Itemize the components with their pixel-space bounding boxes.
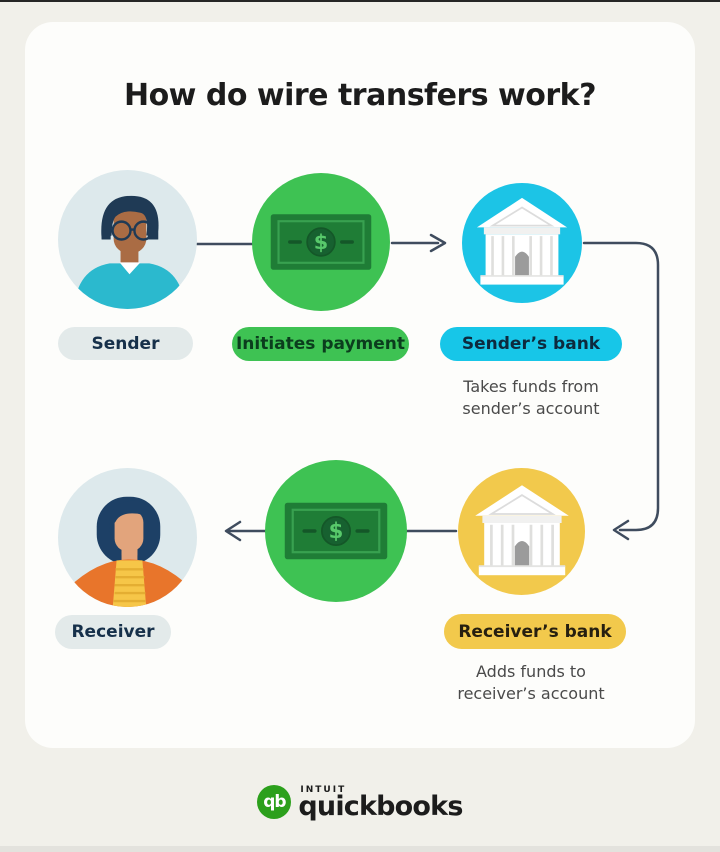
- dollar-symbol: $: [329, 518, 344, 543]
- quickbooks-wordmark: quickbooks: [298, 791, 463, 822]
- senders-bank-pill: Sender’s bank: [440, 327, 622, 361]
- quickbooks-logo-icon: qb: [257, 785, 292, 819]
- sender-person-icon: [74, 195, 185, 309]
- quickbooks-monogram: qb: [263, 792, 286, 812]
- footer-brand: qb intuit quickbooks: [0, 780, 720, 824]
- screenshot-top-border: [0, 0, 720, 2]
- sender-label-pill: Sender: [58, 327, 193, 360]
- receiver-label-pill: Receiver: [55, 615, 171, 649]
- payment-circle-row2: $: [265, 460, 407, 602]
- receivers-bank-circle: [458, 468, 585, 595]
- dollar-bill-icon: $: [284, 502, 388, 560]
- sender-label: Sender: [91, 333, 160, 354]
- dollar-bill-icon: $: [270, 214, 372, 270]
- senders-bank-label: Sender’s bank: [461, 334, 601, 354]
- receivers-bank-description: Adds funds to receiver’s account: [457, 662, 605, 703]
- initiates-payment-pill: Initiates payment: [232, 327, 409, 361]
- initiates-payment-label: Initiates payment: [235, 334, 406, 354]
- sender-avatar: [58, 170, 197, 309]
- senders-bank-description: Takes funds from sender’s account: [462, 377, 600, 418]
- bank-building-icon: [474, 484, 569, 575]
- payment-circle-row1: $: [252, 173, 390, 311]
- screenshot-bottom-border: [0, 846, 720, 852]
- dollar-symbol: $: [314, 230, 328, 254]
- senders-bank-circle: [462, 183, 582, 303]
- intuit-wordmark: intuit: [300, 785, 347, 795]
- receivers-bank-label: Receiver’s bank: [458, 621, 612, 642]
- receivers-bank-pill: Receiver’s bank: [444, 614, 626, 649]
- receiver-avatar: [58, 468, 197, 607]
- receiver-label: Receiver: [71, 622, 155, 642]
- bank-building-icon: [476, 197, 568, 285]
- receiver-person-icon: [67, 496, 192, 607]
- brand-wordmark: intuit quickbooks: [298, 785, 463, 822]
- page-title: How do wire transfers work?: [123, 78, 597, 113]
